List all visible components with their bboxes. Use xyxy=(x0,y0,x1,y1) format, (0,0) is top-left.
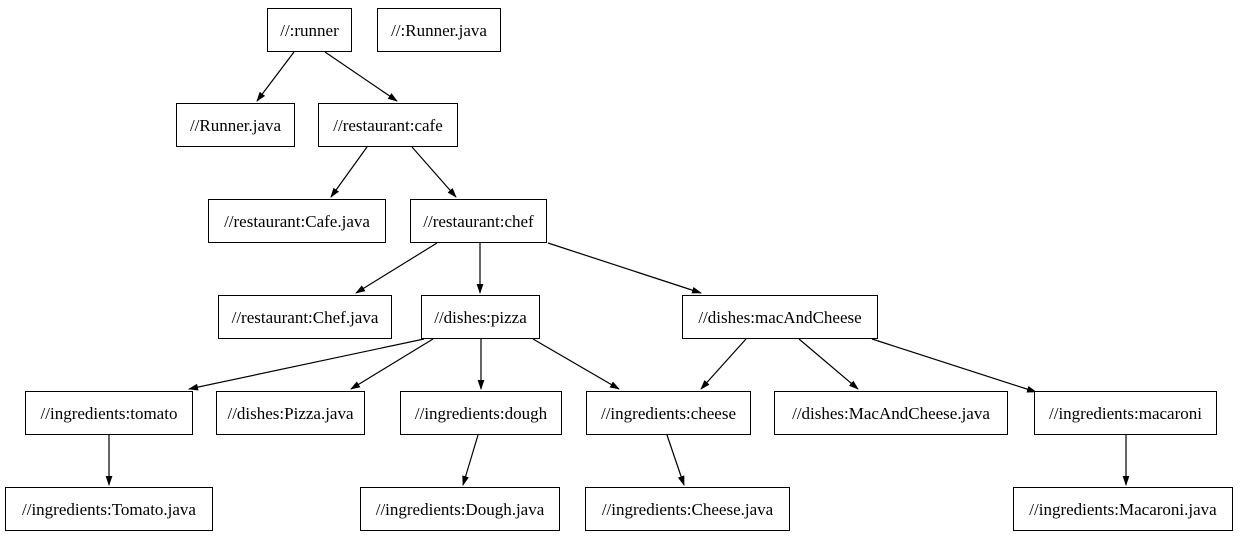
graph-node-runnerjavatop: //:Runner.java xyxy=(377,8,501,52)
graph-node-tomatojava: //ingredients:Tomato.java xyxy=(5,487,213,531)
graph-node-mac: //dishes:macAndCheese xyxy=(682,295,878,339)
graph-node-chefjava: //restaurant:Chef.java xyxy=(218,295,392,339)
graph-edge-pizza-to-pizzajava xyxy=(350,338,434,390)
graph-edge-chef-to-mac xyxy=(547,242,702,294)
graph-node-pizzajava: //dishes:Pizza.java xyxy=(216,391,365,435)
graph-edge-cafe-to-chef xyxy=(411,146,457,198)
graph-node-cafejava: //restaurant:Cafe.java xyxy=(208,199,386,243)
graph-node-macaroni: //ingredients:macaroni xyxy=(1034,391,1217,435)
graph-node-tomato: //ingredients:tomato xyxy=(25,391,193,435)
graph-node-macjava: //dishes:MacAndCheese.java xyxy=(774,391,1008,435)
graph-edge-cheese-to-cheesejava xyxy=(666,434,685,486)
graph-edge-dough-to-doughjava xyxy=(462,434,479,486)
graph-edge-mac-to-macjava xyxy=(798,338,859,390)
graph-edge-chef-to-chefjava xyxy=(355,242,438,294)
graph-edge-pizza-to-tomato xyxy=(188,338,425,391)
graph-node-chef: //restaurant:chef xyxy=(410,199,547,243)
graph-node-dough: //ingredients:dough xyxy=(400,391,562,435)
graph-node-cafe: //restaurant:cafe xyxy=(318,103,458,147)
graph-edge-mac-to-macaroni xyxy=(871,338,1037,393)
graph-node-cheese: //ingredients:cheese xyxy=(586,391,751,435)
graph-node-runnerjava: //Runner.java xyxy=(176,103,295,147)
graph-node-runner: //:runner xyxy=(267,8,352,52)
graph-node-pizza: //dishes:pizza xyxy=(421,295,540,339)
graph-node-doughjava: //ingredients:Dough.java xyxy=(360,487,560,531)
graph-edge-pizza-to-cheese xyxy=(532,338,620,390)
graph-node-cheesejava: //ingredients:Cheese.java xyxy=(585,487,790,531)
graph-edge-runner-to-cafe xyxy=(324,51,398,102)
graph-edge-runner-to-runnerjava xyxy=(256,51,295,102)
graph-edge-cafe-to-cafejava xyxy=(330,146,368,198)
graph-node-macaronijava: //ingredients:Macaroni.java xyxy=(1013,487,1233,531)
graph-edge-mac-to-cheese xyxy=(700,338,747,390)
